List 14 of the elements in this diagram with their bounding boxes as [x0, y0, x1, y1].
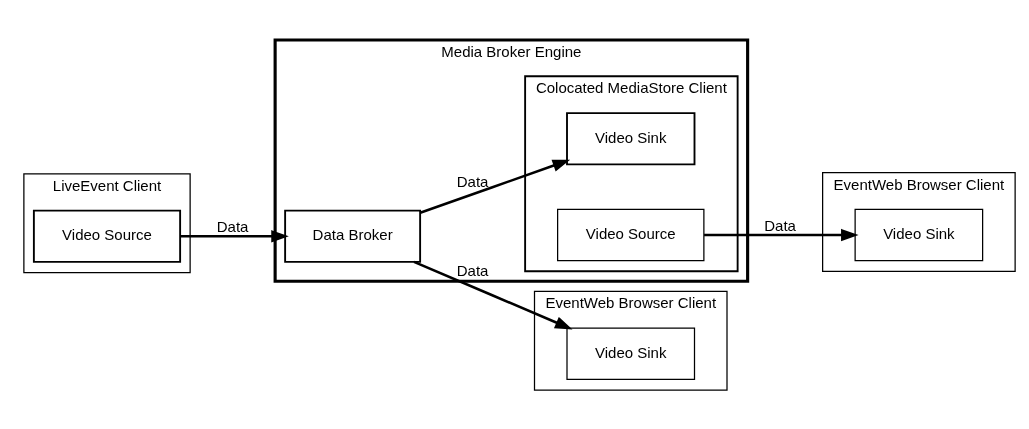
- arrow: [180, 229, 289, 242]
- node-box: Video Sink: [854, 208, 984, 261]
- node-box: Data Broker: [284, 209, 422, 263]
- node-box: Video Sink: [566, 327, 696, 380]
- node-box: Video Sink: [566, 111, 696, 165]
- node-box: Video Source: [32, 209, 182, 263]
- edge-label: Data: [456, 261, 489, 279]
- edge-label: Data: [216, 217, 249, 235]
- arrow: [413, 260, 573, 329]
- edge-label: Data: [764, 216, 796, 234]
- node-box: Video Source: [557, 208, 705, 261]
- arrow: [419, 159, 571, 214]
- arrow: [704, 228, 859, 241]
- edge-label: Data: [456, 172, 489, 190]
